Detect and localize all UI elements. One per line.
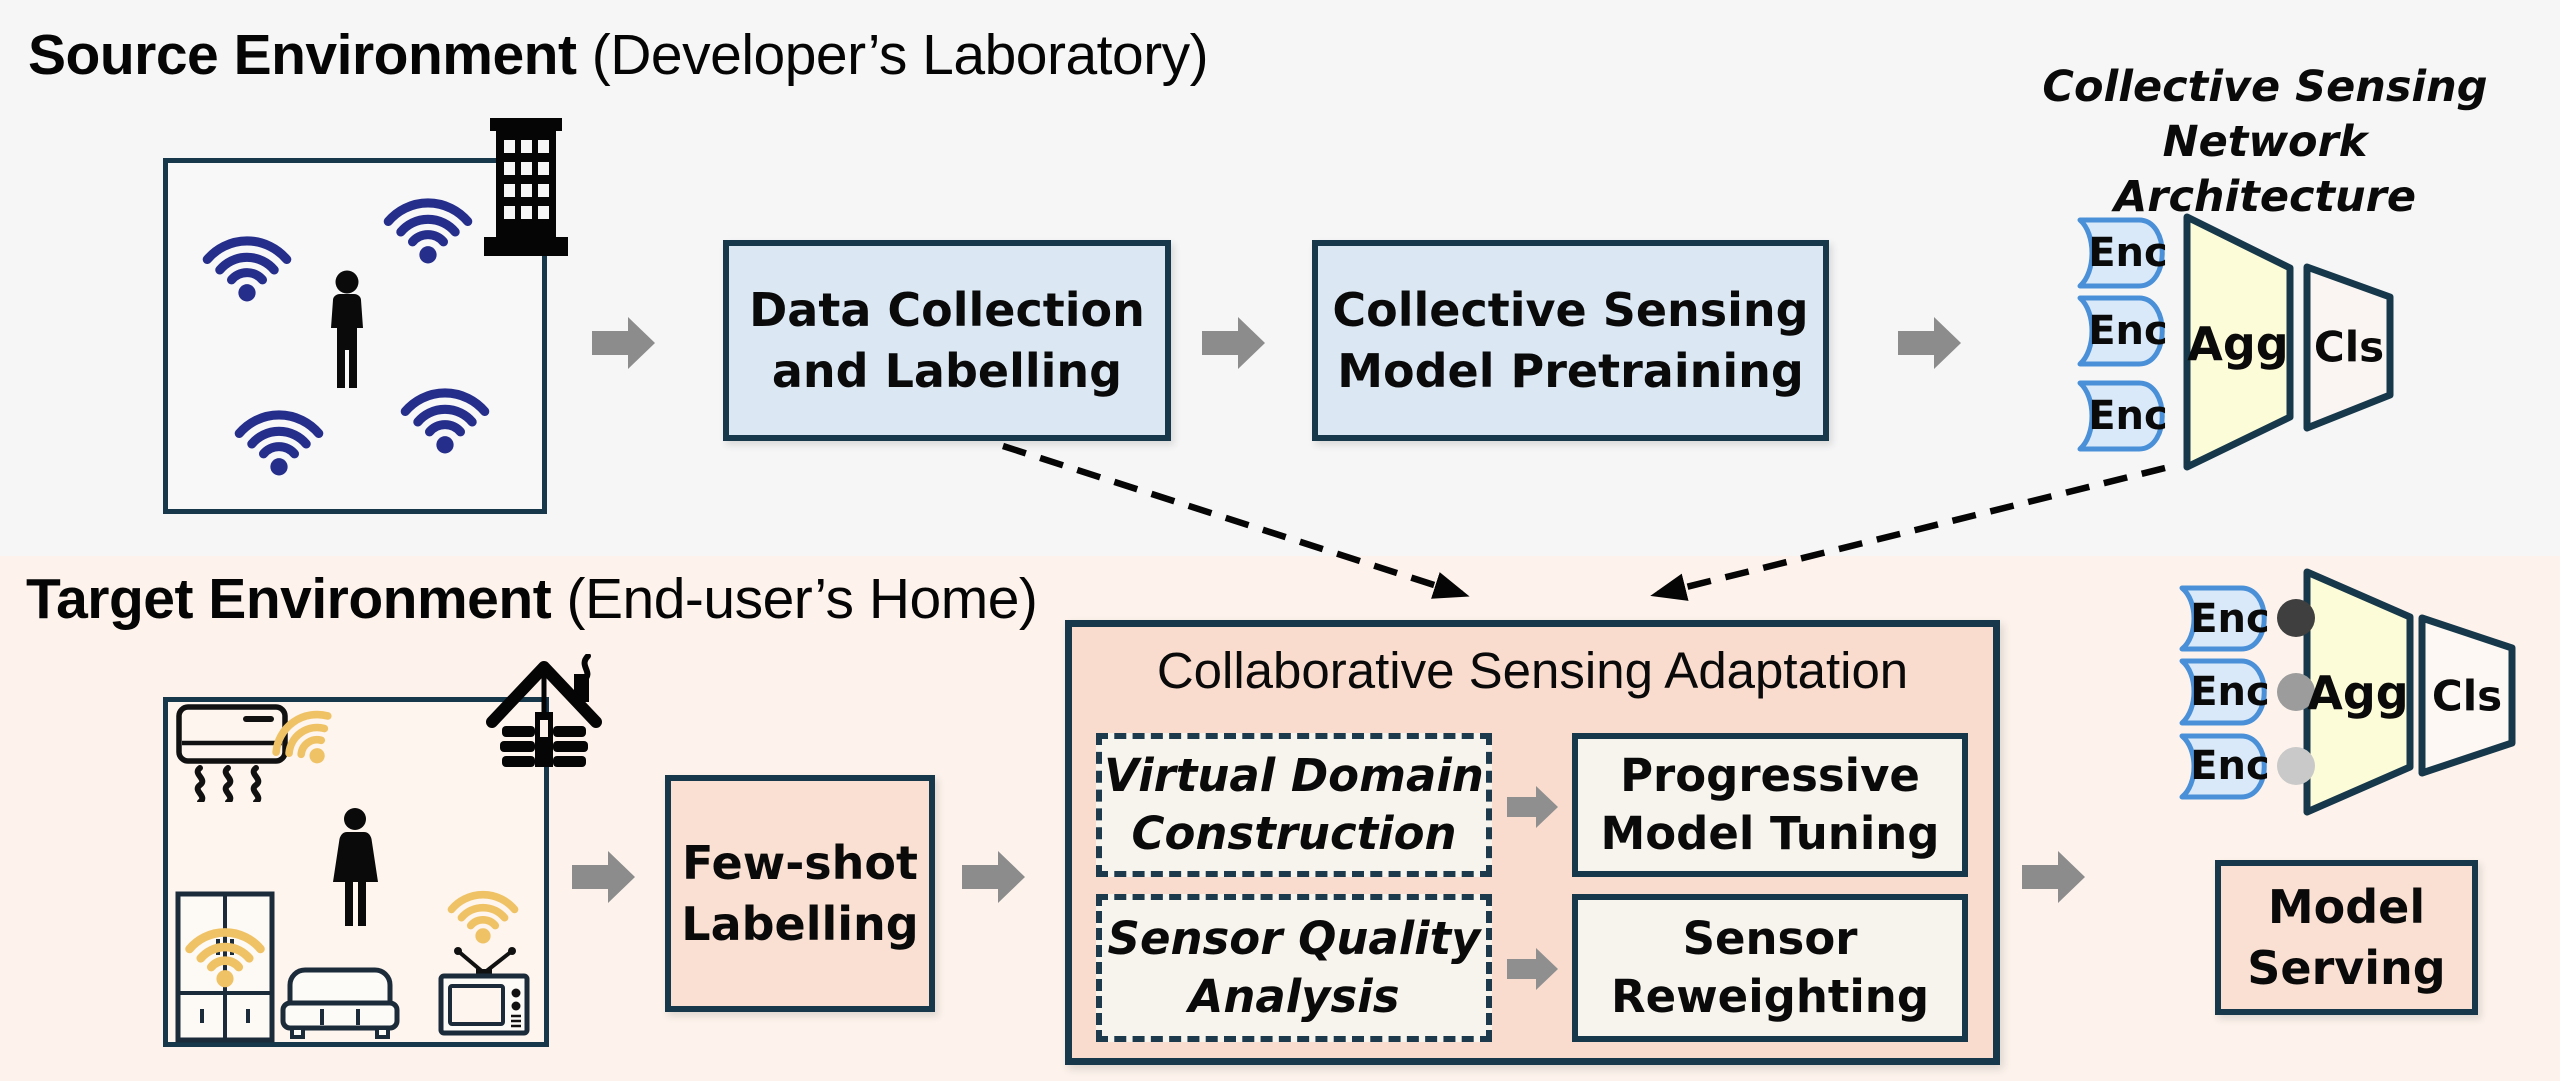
- wifi-sensor-icon: [185, 928, 265, 988]
- classifier-shape: [2418, 614, 2516, 777]
- wardrobe-icon: [175, 891, 275, 1043]
- model-pretraining-box: Collective Sensing Model Pretraining: [1312, 240, 1829, 441]
- collaborative-adaptation-box: Collaborative Sensing Adaptation Virtual…: [1065, 620, 2000, 1065]
- tv-icon: [438, 947, 530, 1036]
- home-icon: [486, 654, 602, 767]
- encoder-label: Enc: [2190, 669, 2270, 715]
- encoder-label: Enc: [2088, 393, 2168, 439]
- virtual-domain-construction-box: Virtual Domain Construction: [1096, 733, 1492, 877]
- network-architecture-title: Collective Sensing Network Architecture: [2042, 62, 2488, 223]
- wifi-sensor-icon: [447, 890, 519, 944]
- wifi-sensor-icon: [400, 388, 490, 454]
- flow-arrow-icon: [572, 851, 635, 903]
- collective-sensing-network-diagram: Enc Enc Enc Agg Cls: [2077, 213, 2394, 471]
- sensor-weight-dot-light: [2277, 747, 2315, 785]
- classifier-label: Cls: [2432, 672, 2502, 721]
- flow-arrow-icon: [1202, 317, 1265, 369]
- collaborative-adaptation-title: Collaborative Sensing Adaptation: [1156, 642, 1909, 699]
- encoder-label: Enc: [2088, 230, 2168, 276]
- classifier-shape: [2303, 263, 2394, 432]
- data-collection-box: Data Collection and Labelling: [723, 240, 1171, 441]
- sensor-weight-dot-dark: [2277, 599, 2315, 637]
- flow-arrow-icon: [2022, 851, 2085, 903]
- wifi-sensor-icon: [234, 410, 324, 476]
- laboratory-building-icon: [484, 118, 568, 256]
- person-woman-icon: [333, 808, 378, 926]
- aggregator-shape: [2303, 568, 2414, 816]
- encoder-shapes: [2077, 217, 2165, 452]
- wifi-sensor-icon: [272, 710, 332, 764]
- source-environment-title: Source Environment (Developer’s Laborato…: [28, 22, 1209, 88]
- source-title-annotation: (Developer’s Laboratory): [576, 23, 1209, 87]
- wifi-sensor-icon: [383, 198, 473, 264]
- flow-arrow-icon: [962, 851, 1025, 903]
- flow-arrow-icon: [592, 317, 655, 369]
- encoder-label: Enc: [2088, 308, 2168, 354]
- aggregator-label: Agg: [2307, 666, 2408, 720]
- target-room: [163, 697, 549, 1047]
- source-title-bold: Source Environment: [28, 23, 577, 87]
- aggregator-label: Agg: [2187, 317, 2288, 371]
- flow-arrow-icon: [1507, 786, 1558, 828]
- flow-arrow-icon: [1507, 948, 1558, 990]
- flow-arrow-icon: [1898, 317, 1961, 369]
- air-conditioner-icon: [176, 704, 288, 802]
- encoder-label: Enc: [2190, 743, 2270, 789]
- sensor-reweighting-box: Sensor Reweighting: [1572, 894, 1968, 1042]
- wifi-sensor-icon: [202, 236, 292, 302]
- progressive-model-tuning-box: Progressive Model Tuning: [1572, 733, 1968, 877]
- aggregator-shape: [2183, 213, 2294, 471]
- encoder-label: Enc: [2190, 596, 2270, 642]
- target-environment-title: Target Environment (End-user’s Home): [26, 566, 1038, 632]
- target-title-bold: Target Environment: [26, 567, 552, 631]
- adapted-network-diagram: Enc Enc Enc Agg Cls: [2179, 568, 2516, 816]
- sensor-quality-analysis-box: Sensor Quality Analysis: [1096, 894, 1492, 1042]
- target-title-annotation: (End-user’s Home): [551, 567, 1038, 631]
- sofa-icon: [280, 967, 400, 1039]
- classifier-label: Cls: [2314, 323, 2384, 372]
- few-shot-labelling-box: Few-shot Labelling: [665, 775, 935, 1012]
- source-room: [163, 158, 547, 514]
- encoder-shapes: [2179, 585, 2267, 800]
- sensor-weight-dot-medium: [2277, 673, 2315, 711]
- model-serving-box: Model Serving: [2215, 860, 2478, 1015]
- person-man-icon: [331, 270, 363, 388]
